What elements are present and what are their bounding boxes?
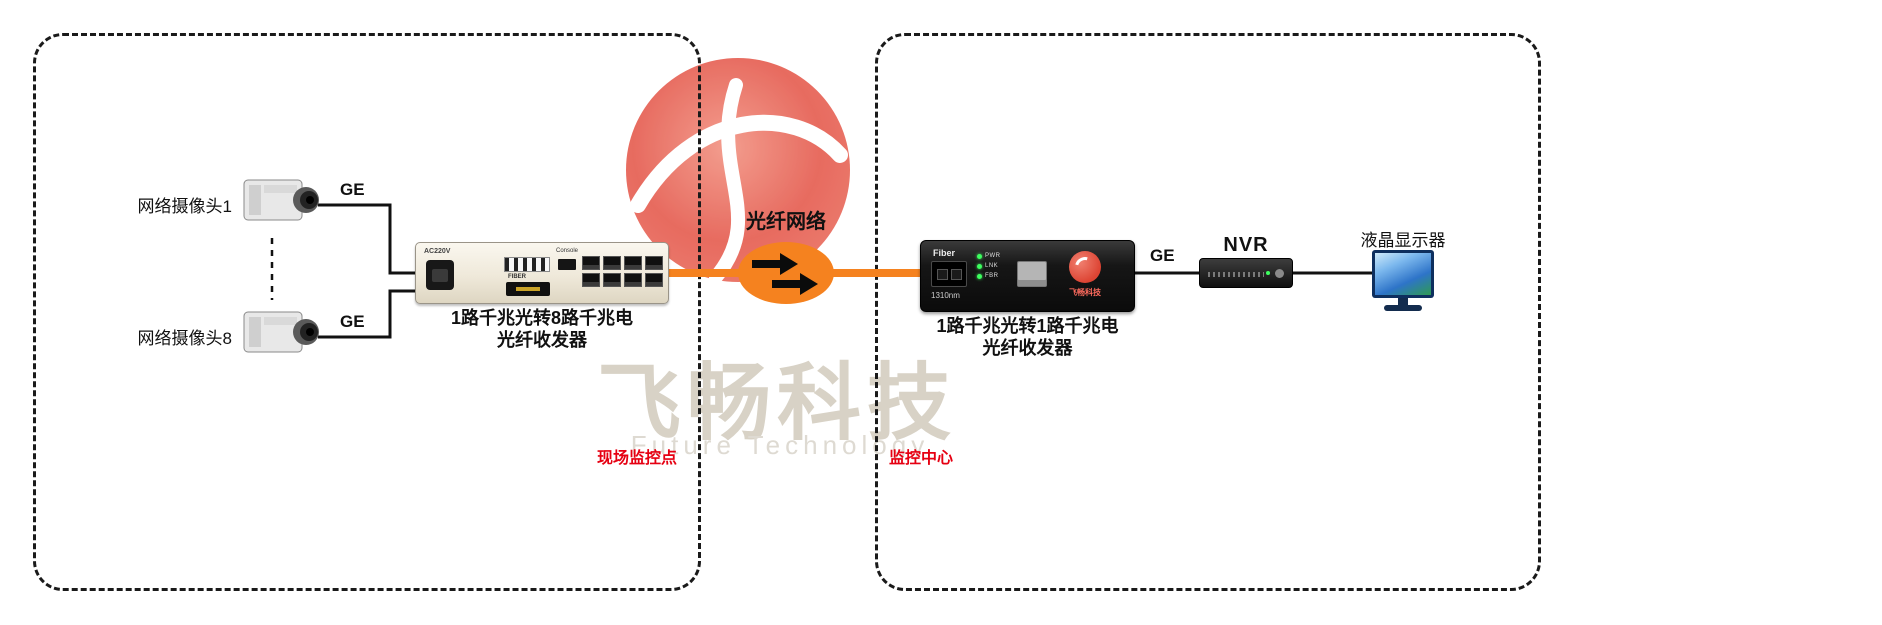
nvr-status-led-icon: [1266, 271, 1270, 275]
console-port-label: Console: [556, 248, 579, 254]
link-camera1-transceiver: [318, 203, 416, 275]
ge-link-label-2: GE: [340, 312, 365, 331]
watermark-brand-text: 飞畅科技: [596, 356, 957, 450]
camera8-label: 网络摄像头8: [137, 329, 232, 348]
fiber-network-label: 光纤网络: [746, 211, 826, 233]
rj45-port-4: [645, 256, 663, 270]
power-inlet-port: [426, 260, 454, 290]
led-row-pwr: PWR: [977, 253, 1001, 259]
lnk-led-icon: [977, 263, 982, 269]
fiber-sfp-port: [506, 282, 550, 296]
rj45-port-5: [582, 273, 600, 287]
white-8port-transceiver: AC220V FIBER Console: [415, 242, 669, 304]
fiber-network-cloud: [738, 242, 834, 304]
lnk-led-label: LNK: [985, 263, 999, 269]
fiber-port-label: FIBER: [508, 274, 526, 280]
ge-link-label-1: GE: [340, 180, 365, 199]
sc-port-hole-2: [950, 268, 962, 280]
rj45-port-1: [582, 256, 600, 270]
led-row-fbr: FBR: [977, 273, 1001, 279]
console-port: [558, 259, 576, 270]
wavelength-label: 1310nm: [931, 291, 960, 300]
monitor-neck: [1398, 298, 1408, 305]
brand-name-label: 飞畅科技: [1069, 288, 1101, 297]
link-camera8-transceiver: [318, 289, 416, 339]
white-transceiver-caption-line1: 1路千兆光转8路千兆电: [450, 308, 634, 328]
status-led-block: PWR LNK FBR: [977, 253, 1001, 279]
fiber-arrow-lower-icon: [772, 273, 818, 295]
rj45-port-8: [645, 273, 663, 287]
rj45-port-3: [624, 256, 642, 270]
monitor-label: 液晶显示器: [1360, 231, 1446, 250]
rj45-port-6: [603, 273, 621, 287]
converter-fiber-label: Fiber: [933, 248, 956, 258]
black-converter-caption: 1路千兆光转1路千兆电 光纤收发器: [920, 316, 1135, 359]
white-transceiver-caption: 1路千兆光转8路千兆电 光纤收发器: [415, 308, 669, 351]
ip-camera-1-icon: [243, 179, 319, 221]
monitor-frame: [1372, 250, 1434, 298]
camera1-label: 网络摄像头1: [137, 197, 232, 216]
fbr-led-icon: [977, 273, 982, 279]
nvr-device: [1199, 258, 1293, 288]
ac220v-label: AC220V: [424, 248, 451, 255]
zone-center-label: 监控中心: [889, 450, 954, 467]
nvr-knob: [1275, 269, 1284, 278]
dip-switch-block: [504, 257, 550, 272]
rj45-port-grid: [582, 256, 663, 287]
brand-logo-swoosh: [1071, 253, 1099, 281]
sc-fiber-port: [931, 261, 967, 287]
ip-camera-8-icon: [243, 311, 319, 353]
fiber-arrow-upper-icon: [752, 253, 798, 275]
white-transceiver-caption-line2: 光纤收发器: [497, 329, 587, 350]
black-converter-caption-line1: 1路千兆光转1路千兆电: [936, 316, 1119, 336]
brand-logo-icon: [1069, 251, 1101, 283]
monitor-base: [1384, 305, 1422, 311]
black-converter-caption-line2: 光纤收发器: [982, 337, 1073, 358]
zone-site-label: 现场监控点: [597, 450, 678, 467]
monitor-screen: [1375, 253, 1431, 295]
lcd-monitor-icon: [1372, 250, 1434, 311]
zone-site-monitoring: [33, 33, 701, 591]
sc-port-hole-1: [936, 268, 948, 280]
fiber-sfp-slot: [516, 287, 540, 291]
fbr-led-label: FBR: [985, 273, 999, 279]
black-media-converter: Fiber 1310nm PWR LNK FBR 飞畅科技: [920, 240, 1135, 312]
rj45-port-2: [603, 256, 621, 270]
watermark-logo: [626, 58, 850, 284]
zone-monitoring-center: [875, 33, 1541, 591]
rj45-port-7: [624, 273, 642, 287]
power-inlet-hole: [432, 268, 448, 282]
converter-rj45-port: [1017, 261, 1047, 287]
pwr-led-label: PWR: [985, 253, 1001, 259]
nvr-vents: [1208, 272, 1264, 277]
ge-link-label-3: GE: [1150, 246, 1175, 265]
pwr-led-icon: [977, 253, 982, 259]
led-row-lnk: LNK: [977, 263, 1001, 269]
nvr-label: NVR: [1223, 234, 1269, 256]
